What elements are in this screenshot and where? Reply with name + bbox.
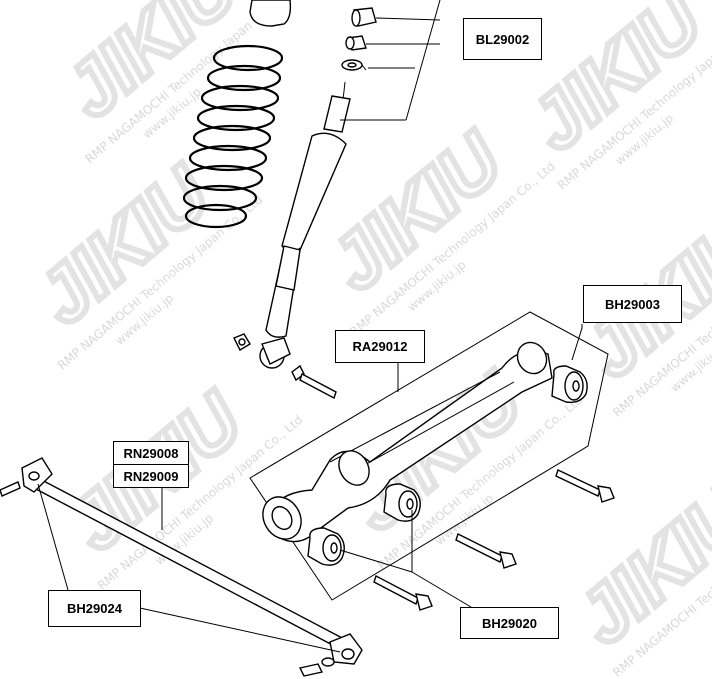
leader-lines (37, 324, 583, 653)
shock-bolt (233, 333, 337, 400)
lateral-rod (0, 457, 363, 677)
coil-spring (182, 0, 292, 229)
bushing-bh29020-b (307, 527, 345, 566)
label-bh29024: BH29024 (48, 590, 141, 627)
shock-absorber (259, 81, 351, 369)
arm-bolts (373, 469, 615, 611)
top-mount-parts (341, 7, 377, 71)
watermark-logo: JIKIU (562, 470, 712, 661)
bushing-bh29003 (551, 365, 588, 404)
label-bl29002: BL29002 (463, 18, 542, 60)
bl29002-leaders (340, 0, 441, 121)
label-rn29008: RN29008 (113, 441, 189, 465)
label-bh29020: BH29020 (460, 607, 559, 639)
label-ra29012: RA29012 (335, 330, 425, 363)
label-bh29003: BH29003 (583, 285, 682, 323)
label-rn29009: RN29009 (113, 464, 189, 488)
